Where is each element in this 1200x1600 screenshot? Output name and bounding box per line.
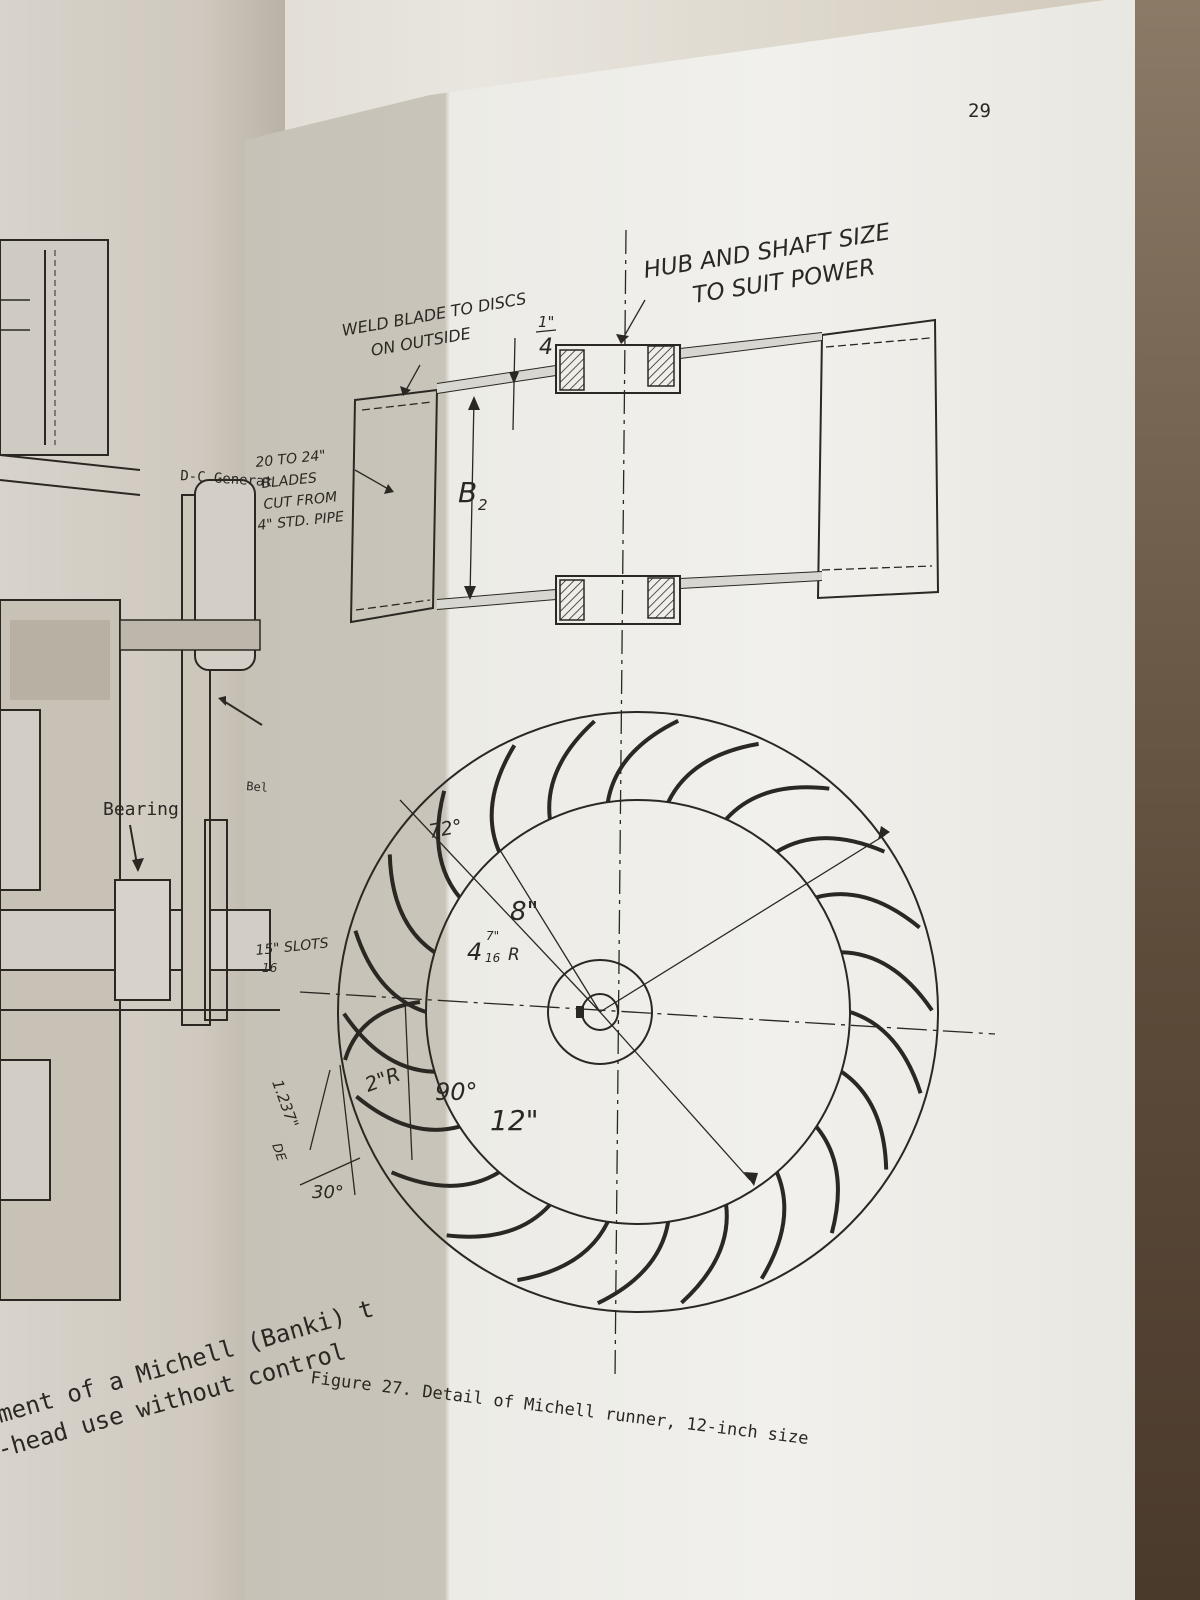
blades-annotation-line1: 20 TO 24" — [255, 448, 327, 471]
runner-blades — [342, 719, 934, 1305]
runner-blade — [840, 1070, 889, 1170]
dim-12-label: 12" — [490, 1104, 539, 1137]
dim-4-whole: 4 — [467, 938, 482, 966]
belt-label: Bel — [246, 779, 269, 795]
runner-blade — [547, 719, 596, 820]
blades-annotation-line2: BLADES — [261, 470, 318, 492]
runner-blade — [841, 950, 934, 1012]
runner-blade — [489, 744, 517, 853]
runner-blade — [342, 1012, 435, 1074]
b2-label: B — [458, 476, 477, 509]
generator-label: D-C Generat — [180, 468, 274, 490]
angle-30-label: 30° — [312, 1182, 344, 1203]
runner-blade — [680, 1204, 729, 1305]
runner-blade — [387, 854, 436, 954]
dim-8-label: 8" — [510, 897, 539, 927]
page-number: 29 — [968, 100, 991, 122]
runner-blade — [605, 719, 680, 803]
runner-blade — [390, 1170, 501, 1188]
runner-blade — [353, 930, 427, 1014]
right-page — [245, 0, 1135, 1600]
runner-blade — [849, 1010, 923, 1094]
b2-subscript: 2 — [478, 496, 488, 514]
runner-blade — [355, 1094, 461, 1132]
runner-blade — [666, 741, 759, 804]
runner-blade — [517, 1220, 610, 1283]
left-assembly-drawing — [0, 239, 280, 1301]
blades-annotation-line4: 4" STD. PIPE — [257, 509, 345, 534]
runner-blade — [436, 790, 462, 899]
figure-caption: Figure 27. Detail of Michell runner, 12-… — [309, 1368, 809, 1449]
dim-4-denominator: 16 — [485, 951, 501, 965]
runner-blade — [775, 836, 886, 854]
runner-blade — [724, 785, 830, 821]
thickness-numerator: 1" — [538, 313, 554, 331]
runner-blade — [596, 1221, 671, 1305]
angle-90-label: 90° — [435, 1078, 478, 1106]
dim-4-numerator: 7" — [486, 929, 499, 943]
angle-1237-label: 1.237" — [268, 1077, 302, 1130]
angle-72-label: 72° — [427, 815, 464, 843]
runner-blade — [814, 1125, 840, 1234]
runner-front-view — [299, 711, 996, 1313]
blade-label: DE — [268, 1141, 289, 1164]
thickness-denominator: 4 — [539, 335, 553, 360]
runner-side-view — [349, 229, 940, 1381]
slots-label: 15" SLOTS — [255, 935, 330, 959]
runner-blade — [759, 1171, 787, 1280]
bearing-label: Bearing — [103, 799, 179, 820]
runner-blade — [815, 892, 921, 930]
slots-sub-label: 16 — [262, 961, 278, 975]
runner-blade — [446, 1203, 552, 1239]
radius-2-label: 2"R — [362, 1062, 404, 1097]
dim-4-radius: R — [508, 945, 520, 965]
blades-annotation-line3: CUT FROM — [263, 489, 338, 513]
